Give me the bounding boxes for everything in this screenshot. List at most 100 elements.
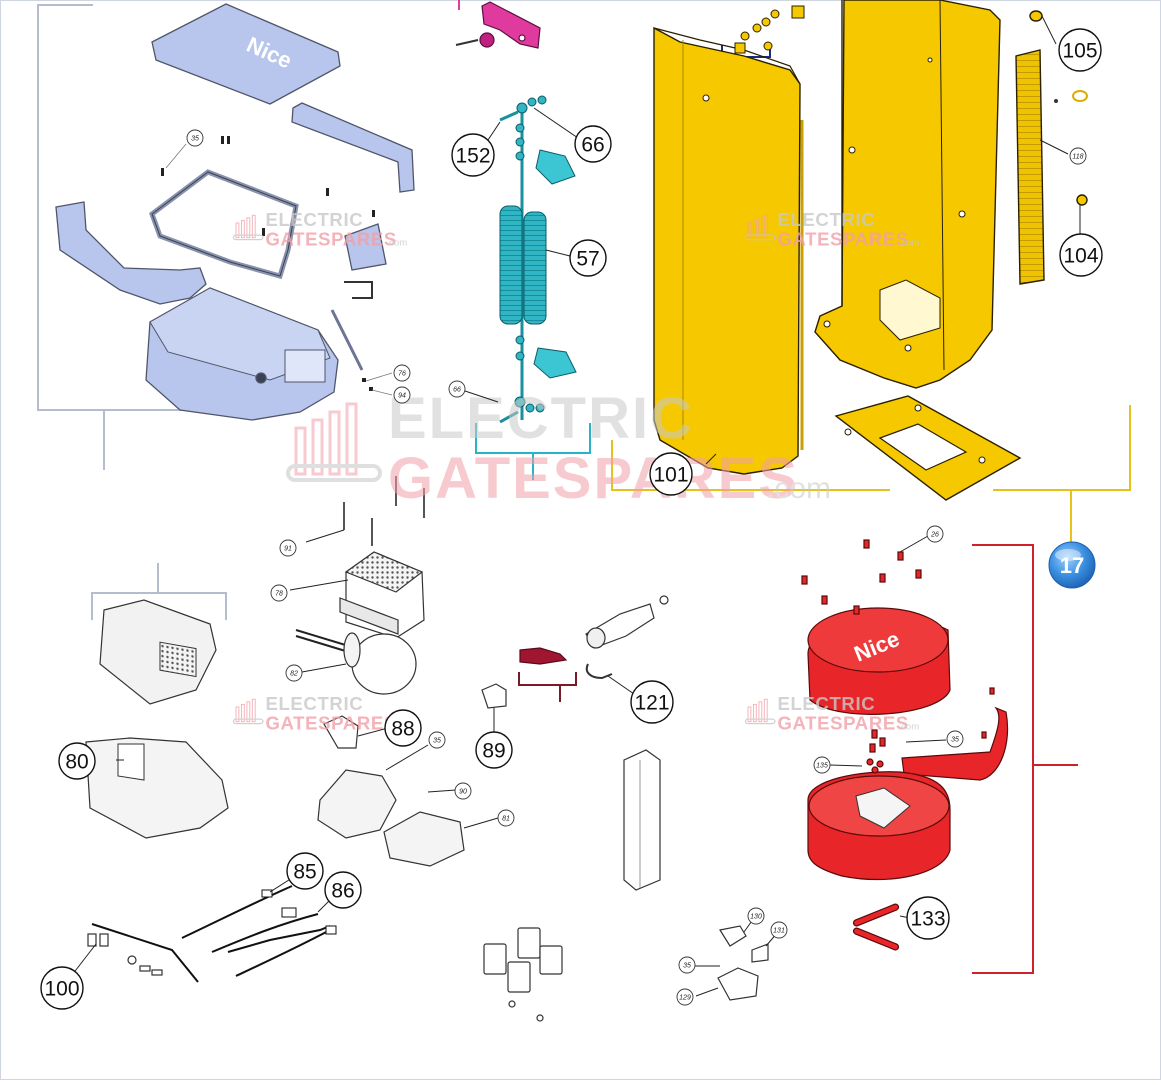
callout-label: 89: [482, 740, 505, 763]
callout-label: 131: [773, 928, 785, 935]
small-callout-129: 129: [676, 988, 694, 1006]
spring-left: [499, 205, 523, 325]
watermark-line1: ELECTRIC: [777, 209, 875, 230]
cabinet-cap-104: [1076, 194, 1088, 206]
callout-80: 80: [58, 742, 96, 780]
housing-bracket-clip: [344, 281, 373, 299]
watermark-suffix: .com: [898, 721, 919, 732]
callout-label: 80: [65, 751, 88, 774]
small-callout-94: 94: [393, 386, 411, 404]
housing-rod: [330, 309, 364, 371]
callout-label: 129: [679, 995, 691, 1002]
bracket-red: [972, 544, 1034, 974]
callout-152: 152: [451, 133, 495, 177]
motor-long-screws: [343, 476, 425, 546]
callout-104: 104: [1059, 233, 1103, 277]
callout-label: 26: [930, 532, 939, 539]
callout-57: 57: [569, 239, 607, 277]
callout-label: 66: [581, 134, 604, 157]
part-88: [323, 715, 359, 749]
watermark-line2: GATESPARES: [777, 712, 908, 733]
watermark-line1: ELECTRIC: [388, 386, 694, 451]
housing-screws: [161, 136, 375, 391]
lamp-screws: [801, 539, 995, 774]
callout-89: 89: [475, 731, 513, 769]
watermark-suffix: .com: [766, 472, 831, 505]
callout-label: 66: [453, 387, 461, 394]
blue-housing-assembly: Nice: [55, 3, 415, 421]
callout-label: 90: [459, 789, 467, 796]
watermark-suffix: .com: [898, 237, 919, 248]
small-hardware: [87, 925, 769, 1001]
callout-label: 94: [398, 393, 406, 400]
callout-66: 66: [574, 125, 612, 163]
callout-label: 130: [750, 914, 762, 921]
small-callout-35: 35: [186, 129, 204, 147]
callout-label: 91: [284, 546, 292, 553]
lamp-bolt-2: [852, 927, 900, 951]
housing-small-panel: [344, 223, 387, 271]
teal-spring-assembly: [499, 95, 577, 424]
bracket-lines: [37, 0, 1131, 974]
watermark-suffix: .com: [386, 237, 407, 248]
callout-133: 133: [906, 896, 950, 940]
clip-121: [585, 663, 613, 680]
watermark-line2: GATESPARES: [265, 712, 396, 733]
aluminium-profile: [623, 749, 661, 891]
callout-label: 35: [951, 737, 959, 744]
small-callout-26: 26: [926, 525, 944, 543]
relay-blocks: [483, 927, 563, 1022]
small-callout-82: 82: [285, 664, 303, 682]
callout-86: 86: [324, 871, 362, 909]
cabinet-hinge-parts: [734, 5, 805, 54]
motor-drum: [351, 633, 417, 695]
lamp-pcb: [855, 787, 911, 829]
callout-label: 17: [1060, 553, 1084, 578]
callout-label: 82: [290, 671, 298, 678]
callout-label: 81: [502, 816, 510, 823]
lamp-lens-strip: [901, 706, 1009, 781]
callout-101: 101: [649, 452, 693, 496]
callout-label: 57: [576, 248, 599, 271]
small-callout-90: 90: [454, 782, 472, 800]
key: [519, 647, 568, 665]
watermark-line2: GATESPARES: [388, 446, 799, 511]
callout-label: 121: [634, 692, 669, 715]
small-callout-81: 81: [497, 809, 515, 827]
callout-label: 76: [398, 371, 406, 378]
small-callout-76: 76: [393, 364, 411, 382]
board-mount-plate: [85, 737, 229, 839]
callout-label: 88: [391, 718, 414, 741]
housing-cover-lid: [151, 3, 341, 105]
bracket-top-left: [37, 4, 210, 411]
bracket-yellow-left: [611, 440, 890, 491]
callout-label: 105: [1062, 40, 1097, 63]
watermark-line1: ELECTRIC: [777, 693, 875, 714]
callout-label: 104: [1063, 245, 1098, 268]
watermark-line1: ELECTRIC: [265, 209, 363, 230]
magenta-lever-part: [455, 1, 541, 49]
part-89: [481, 683, 507, 709]
small-callout-66: 66: [448, 380, 466, 398]
cabinet-cap-105: [1029, 10, 1043, 22]
cabinet-frame: [814, 0, 1001, 389]
control-board: [99, 599, 217, 705]
callout-label: 35: [433, 738, 441, 745]
callout-85: 85: [286, 852, 324, 890]
watermark-line1: ELECTRIC: [265, 693, 363, 714]
callout-88: 88: [384, 709, 422, 747]
part-tray: [317, 769, 397, 839]
watermark-line2: GATESPARES: [777, 228, 908, 249]
spring-clip-bottom: [533, 347, 577, 379]
small-callout-118: 118: [1069, 147, 1087, 165]
callout-label: 85: [293, 861, 316, 884]
spring-right: [523, 211, 547, 325]
callout-label: 86: [331, 880, 354, 903]
